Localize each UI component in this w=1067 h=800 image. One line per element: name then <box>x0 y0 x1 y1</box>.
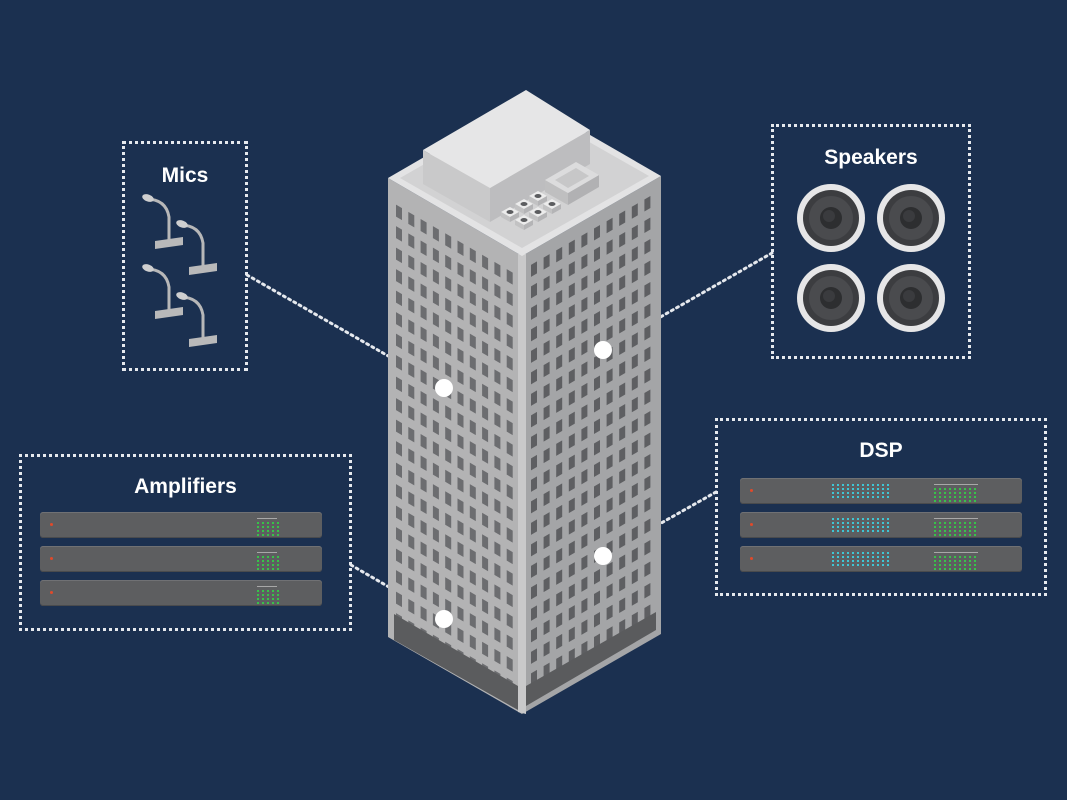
speakers-panel: Speakers <box>771 124 971 359</box>
power-led-icon <box>750 523 753 526</box>
node-amplifiers <box>435 610 453 628</box>
dsp-panel: DSP <box>715 418 1047 596</box>
node-mics <box>435 379 453 397</box>
power-led-icon <box>750 557 753 560</box>
power-led-icon <box>50 523 53 526</box>
speaker-icon <box>797 264 865 332</box>
input-meter-icon <box>832 552 889 566</box>
mics-title: Mics <box>161 164 209 187</box>
dsp-rack-icon <box>740 478 1022 504</box>
desk-microphone-icon <box>142 264 183 319</box>
desk-microphone-icon <box>176 220 217 275</box>
desk-microphone-icon <box>142 194 183 249</box>
amplifier-rack-icon <box>40 580 322 606</box>
mics-panel: Mics <box>122 141 248 371</box>
power-led-icon <box>750 489 753 492</box>
speakers-group <box>797 184 945 332</box>
output-meter-icon <box>934 488 976 502</box>
rooftop-vent <box>545 162 599 205</box>
amplifier-rack-icon <box>40 512 322 538</box>
speaker-icon <box>877 264 945 332</box>
input-meter-icon <box>832 518 889 532</box>
ground-floor-right <box>526 612 656 706</box>
level-meter-icon <box>257 522 279 536</box>
node-speakers <box>594 341 612 359</box>
power-led-icon <box>50 557 53 560</box>
speakers-title: Speakers <box>824 146 918 169</box>
node-dsp <box>594 547 612 565</box>
office-tower-icon <box>388 90 661 714</box>
rooftop-unit <box>423 90 590 222</box>
speaker-icon <box>877 184 945 252</box>
ground-floor-left <box>394 614 518 710</box>
amplifier-rack-icon <box>40 546 322 572</box>
desk-microphone-icon <box>176 292 217 347</box>
dsp-title: DSP <box>859 439 903 462</box>
output-meter-icon <box>934 522 976 536</box>
speaker-icon <box>797 184 865 252</box>
level-meter-icon <box>257 556 279 570</box>
dsp-rack-icon <box>740 512 1022 538</box>
amplifiers-panel: Amplifiers <box>19 454 352 631</box>
power-led-icon <box>50 591 53 594</box>
output-meter-icon <box>934 556 976 570</box>
input-meter-icon <box>832 484 889 498</box>
rooftop-fans <box>501 191 561 230</box>
level-meter-icon <box>257 590 279 604</box>
amplifiers-title: Amplifiers <box>134 475 237 498</box>
mics-group <box>142 194 217 347</box>
dsp-rack-icon <box>740 546 1022 572</box>
